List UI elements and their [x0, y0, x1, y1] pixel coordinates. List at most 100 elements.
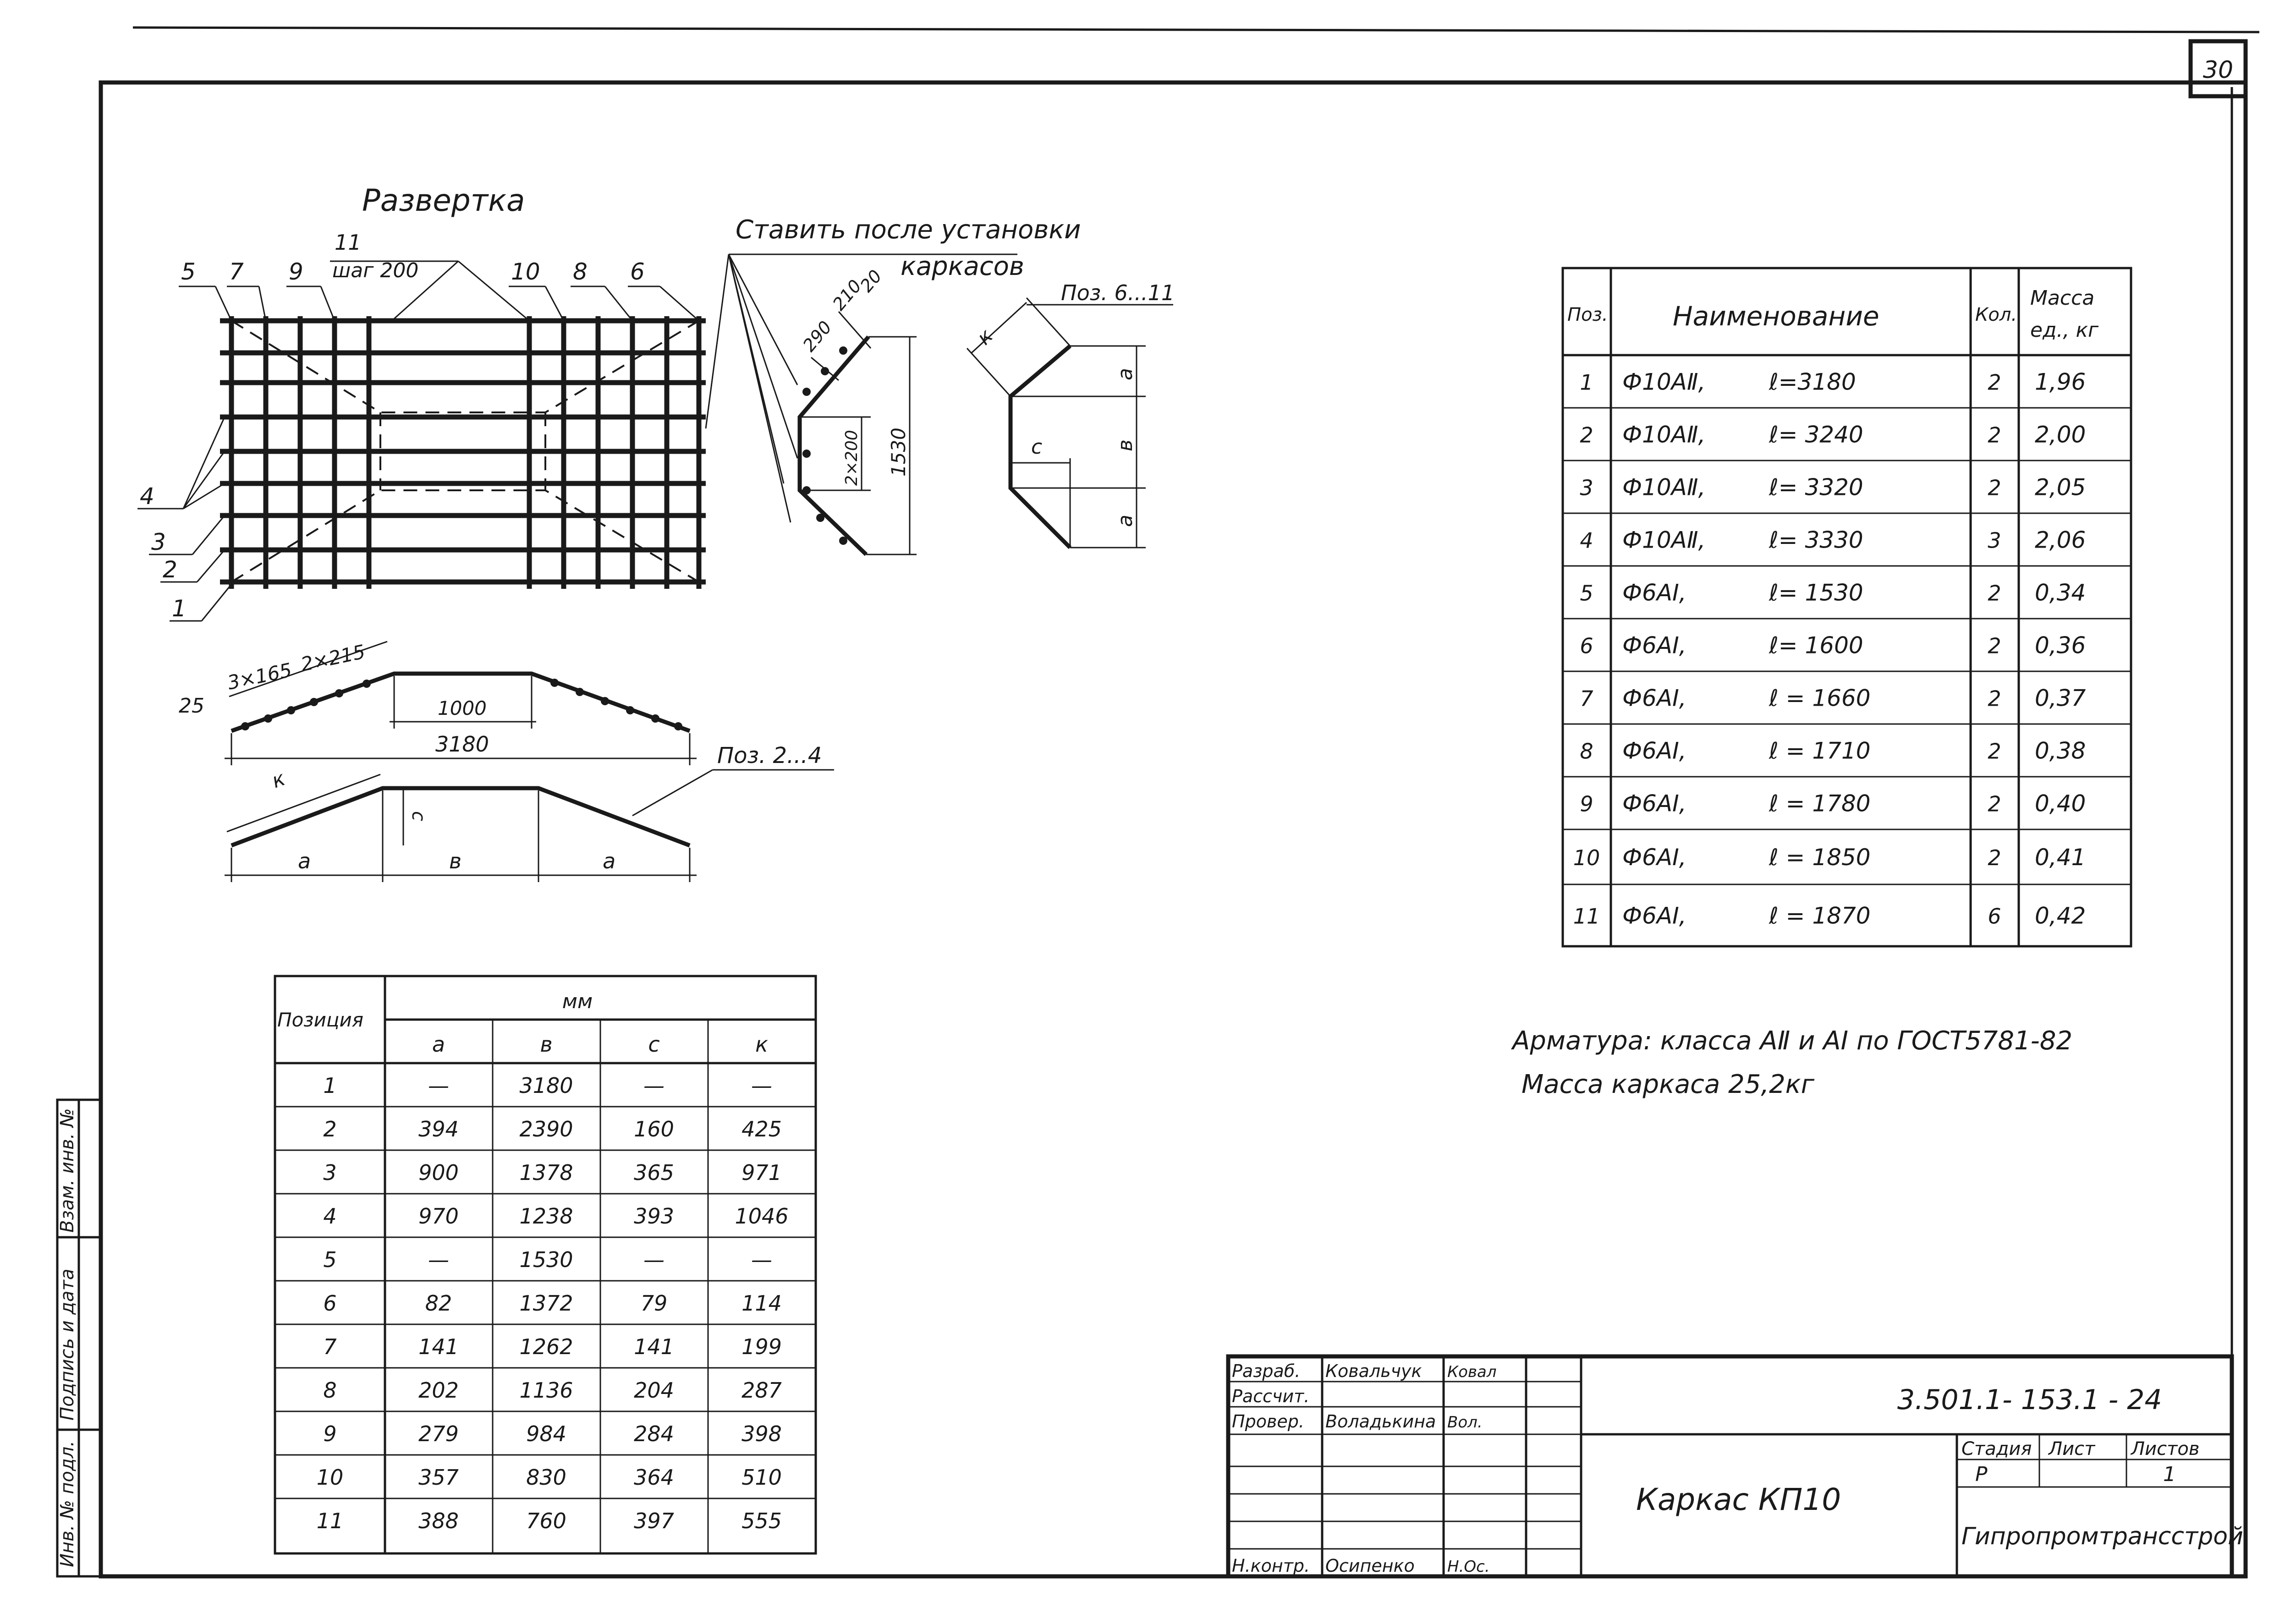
spec-cell-mass: 2,06 [2035, 527, 2086, 554]
strip-replace-inv: Взам. инв. № [57, 1108, 78, 1233]
dim-3x165: 3×165 [225, 658, 294, 694]
dim-cell-position: 6 [323, 1291, 336, 1316]
spec-cell-pos: 1 [1580, 370, 1593, 395]
spec-cell-length: ℓ = 1870 [1769, 903, 1871, 929]
dim-cell-value: 2390 [519, 1117, 573, 1141]
dim-cell-value: 202 [418, 1378, 459, 1403]
dim-cell-value: 830 [526, 1465, 566, 1490]
spec-cell-bar: Ф6АI, [1622, 844, 1686, 871]
stamp-role: Н.контр. [1232, 1556, 1310, 1576]
stamp-signature: Ковал [1447, 1363, 1497, 1381]
dim-2x215: 2×215 [299, 640, 367, 675]
spec-cell-length: ℓ = 1780 [1769, 790, 1871, 817]
dim-cell-value: 3180 [519, 1073, 573, 1098]
pos-6-11-diagram: Поз. 6...11 к a в a с [966, 280, 1175, 549]
mesh-grid [220, 316, 706, 589]
title-block [1226, 1354, 2234, 1579]
top-callouts: 5 7 9 10 8 6 11 шаг 200 [179, 230, 699, 322]
pos-2-4-a1: a [298, 849, 311, 873]
side-view: 1530 2×200 290 210 20 [797, 266, 917, 556]
callout-11: 11 [335, 230, 362, 255]
dim-cell-value: 279 [418, 1421, 459, 1446]
stamp-name: Воладькина [1325, 1411, 1436, 1432]
spec-cell-pos: 3 [1580, 476, 1593, 500]
dim-cell-value: 760 [526, 1509, 566, 1533]
spec-cell-mass: 2,05 [2035, 474, 2086, 501]
dim-cell-value: — [751, 1073, 772, 1098]
pos-6-11-label: Поз. 6...11 [1061, 280, 1175, 305]
doc-title: Каркас КП10 [1636, 1482, 1841, 1517]
pos-6-11-a2: a [1114, 515, 1137, 527]
dim-cell-value: 365 [634, 1160, 674, 1185]
spec-cell-mass: 0,42 [2035, 903, 2086, 929]
spec-cell-length: ℓ= 3240 [1769, 422, 1863, 448]
spec-cell-qty: 2 [1988, 476, 2001, 500]
spec-cell-length: ℓ= 1600 [1769, 632, 1863, 659]
spec-cell-qty: 2 [1988, 634, 2001, 658]
stage-label: Стадия [1961, 1438, 2032, 1459]
spec-cell-length: ℓ= 3320 [1769, 474, 1863, 501]
spec-cell-bar: Ф10АⅡ, [1622, 527, 1705, 554]
callout-4: 4 [140, 483, 154, 510]
spec-cell-mass: 0,38 [2035, 738, 2086, 764]
spec-cell-bar: Ф6АI, [1622, 903, 1686, 929]
install-note-line2: каркасов [901, 252, 1024, 281]
spec-cell-pos: 11 [1573, 904, 1600, 929]
dim-col-c: с [648, 1032, 659, 1057]
note-reinforcement: Арматура: класса АⅡ и АI по ГОСТ5781-82 [1511, 1026, 2072, 1056]
spec-cell-length: ℓ=3180 [1769, 369, 1856, 395]
spec-table: Поз. Наименование Кол. Масса ед., кг [1561, 267, 2132, 948]
callout-7: 7 [229, 258, 244, 285]
dim-2x200: 2×200 [842, 430, 861, 486]
pos-2-4-label: Поз. 2...4 [717, 743, 822, 768]
stamp-signature: Вол. [1447, 1413, 1483, 1432]
dim-cell-position: 3 [323, 1160, 336, 1185]
pos-2-4-b: в [449, 849, 461, 873]
dim-cell-value: 1262 [519, 1334, 573, 1359]
dim-cell-value: 364 [634, 1465, 674, 1490]
dim-cell-position: 7 [323, 1334, 336, 1359]
bottom-profile: 3180 1000 25 3×165 2×215 [179, 640, 697, 765]
dim-cell-position: 11 [317, 1509, 344, 1533]
spec-cell-mass: 0,36 [2035, 632, 2086, 659]
pos-6-11-k: к [972, 324, 998, 350]
dim-cell-value: 114 [742, 1291, 782, 1316]
dim-cell-value: 141 [634, 1334, 674, 1359]
callout-5: 5 [181, 258, 196, 285]
spec-cell-qty: 2 [1988, 581, 2001, 606]
dim-cell-position: 1 [323, 1073, 336, 1098]
callout-9: 9 [289, 258, 303, 285]
stamp-signature: Н.Ос. [1447, 1558, 1490, 1576]
dim-cell-position: 5 [323, 1247, 336, 1272]
sheets-value: 1 [2163, 1463, 2176, 1486]
callout-1: 1 [172, 595, 187, 622]
dim-cell-value: 284 [634, 1421, 674, 1446]
unfold-title: Развертка [362, 183, 525, 218]
dim-table: Позиция мм a в с к [274, 975, 817, 1555]
spec-cell-qty: 2 [1988, 423, 2001, 448]
dim-cell-value: — [643, 1247, 665, 1272]
spec-cell-mass: 2,00 [2035, 422, 2086, 448]
dim-3180: 3180 [435, 732, 489, 757]
dim-cell-value: 287 [742, 1378, 782, 1403]
dim-1530: 1530 [887, 428, 910, 477]
stamp-role: Разраб. [1232, 1361, 1300, 1381]
spec-cell-mass: 0,34 [2035, 580, 2086, 606]
stamp-name: Осипенко [1325, 1556, 1415, 1576]
sheet-label: Лист [2048, 1438, 2096, 1459]
spec-cell-qty: 2 [1988, 845, 2001, 870]
spec-cell-mass: 0,40 [2035, 790, 2086, 817]
dim-col-b: в [540, 1032, 552, 1057]
dim-cell-value: — [751, 1247, 772, 1272]
doc-code: 3.501.1- 153.1 - 24 [1897, 1384, 2162, 1416]
pos-6-11-b: в [1114, 439, 1137, 451]
dim-cell-value: 1046 [735, 1204, 788, 1229]
spec-cell-qty: 6 [1988, 904, 2001, 929]
dim-cell-position: 9 [323, 1421, 336, 1446]
dim-cell-position: 10 [317, 1465, 344, 1490]
dim-cell-value: 394 [418, 1117, 459, 1141]
pos-6-11-a1: a [1114, 368, 1137, 380]
